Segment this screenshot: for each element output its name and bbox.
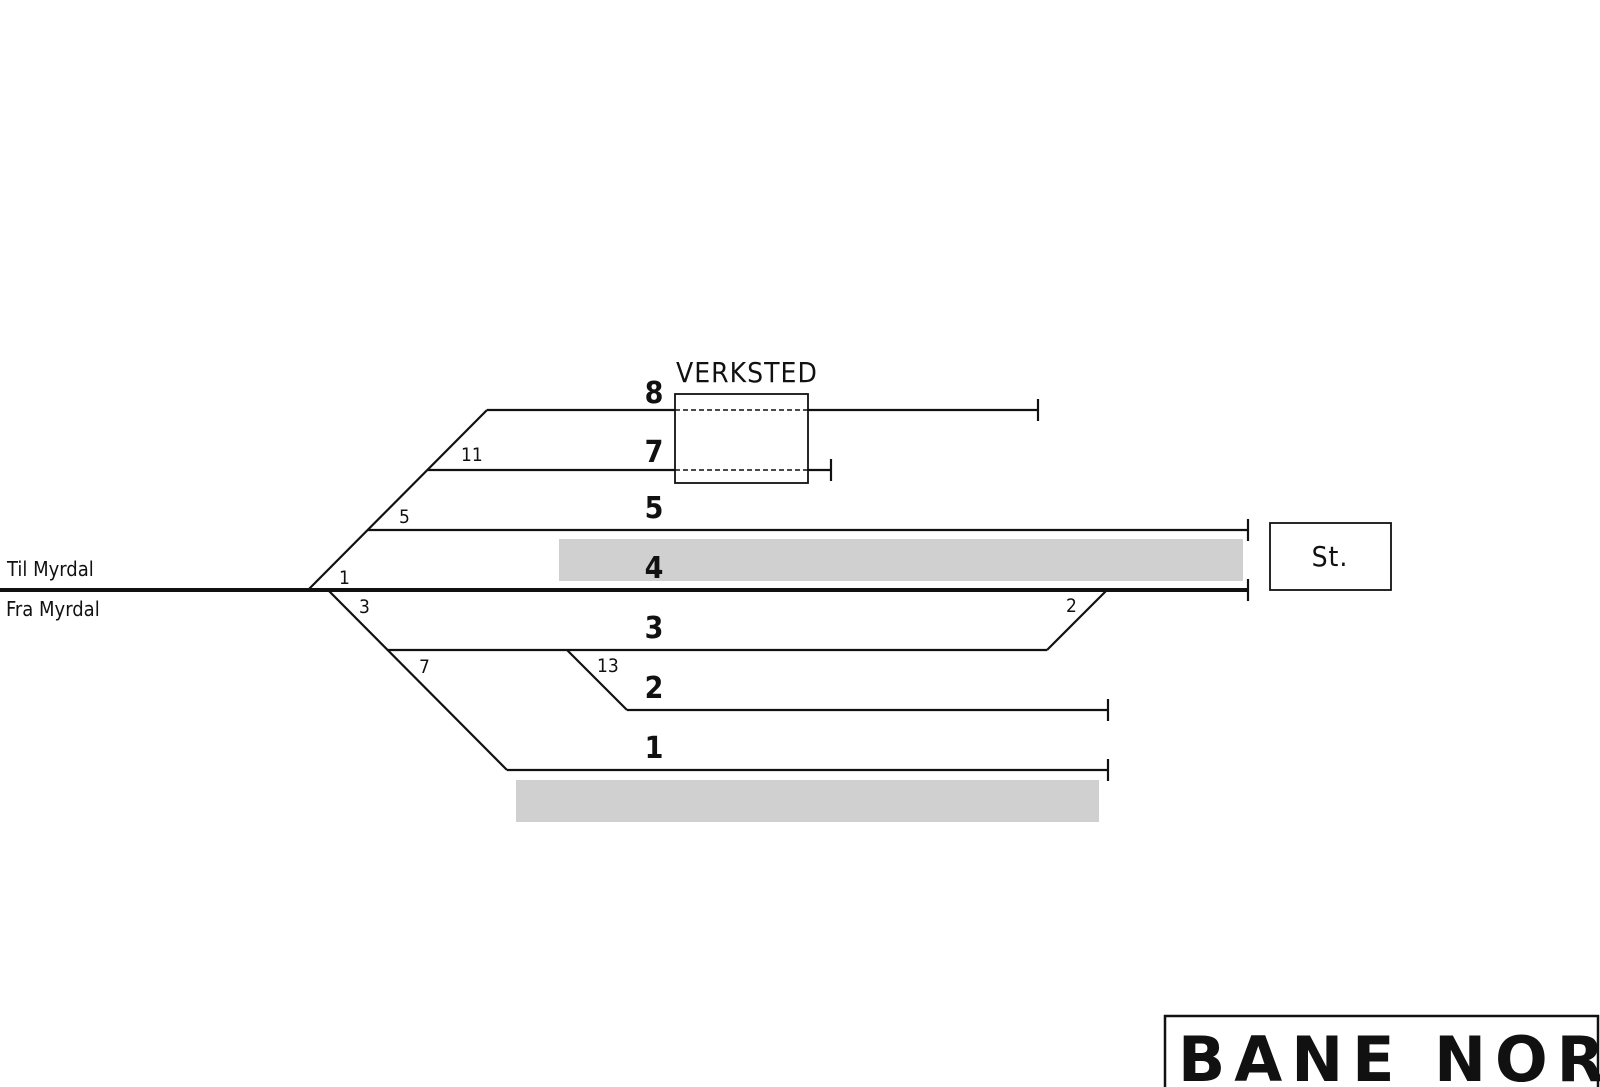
station-building [1269, 522, 1392, 591]
direction-from-label: Fra Myrdal [6, 597, 100, 621]
switch-number: 7 [419, 656, 430, 678]
platform-track-1 [516, 780, 1099, 822]
track-number: 8 [645, 376, 664, 411]
switch-number: 2 [1066, 595, 1077, 617]
track-number: 3 [645, 611, 664, 646]
logo-text: BANE NOR [1178, 1023, 1600, 1087]
upper-ladder [307, 409, 488, 591]
track-number: 7 [645, 435, 664, 470]
track-number: 5 [645, 491, 664, 526]
station-building-label: St. [1312, 540, 1349, 573]
workshop-box [674, 393, 809, 484]
switch-number: 11 [461, 444, 483, 466]
track-3-crossover [1046, 589, 1108, 651]
switch-number: 13 [597, 655, 619, 677]
track-number: 2 [645, 671, 664, 706]
switch-number: 5 [399, 506, 410, 528]
direction-to-label: Til Myrdal [6, 557, 94, 581]
workshop-label: VERKSTED [676, 356, 818, 389]
switch-number: 1 [339, 567, 350, 589]
platform-track-4 [559, 539, 1243, 581]
track-2-connector [566, 649, 628, 711]
switch-number: 3 [359, 596, 370, 618]
track-number: 1 [645, 731, 664, 766]
bane-nor-logo: BANE NOR [1163, 1014, 1600, 1087]
track-number: 4 [645, 551, 664, 586]
lower-ladder [327, 589, 508, 771]
